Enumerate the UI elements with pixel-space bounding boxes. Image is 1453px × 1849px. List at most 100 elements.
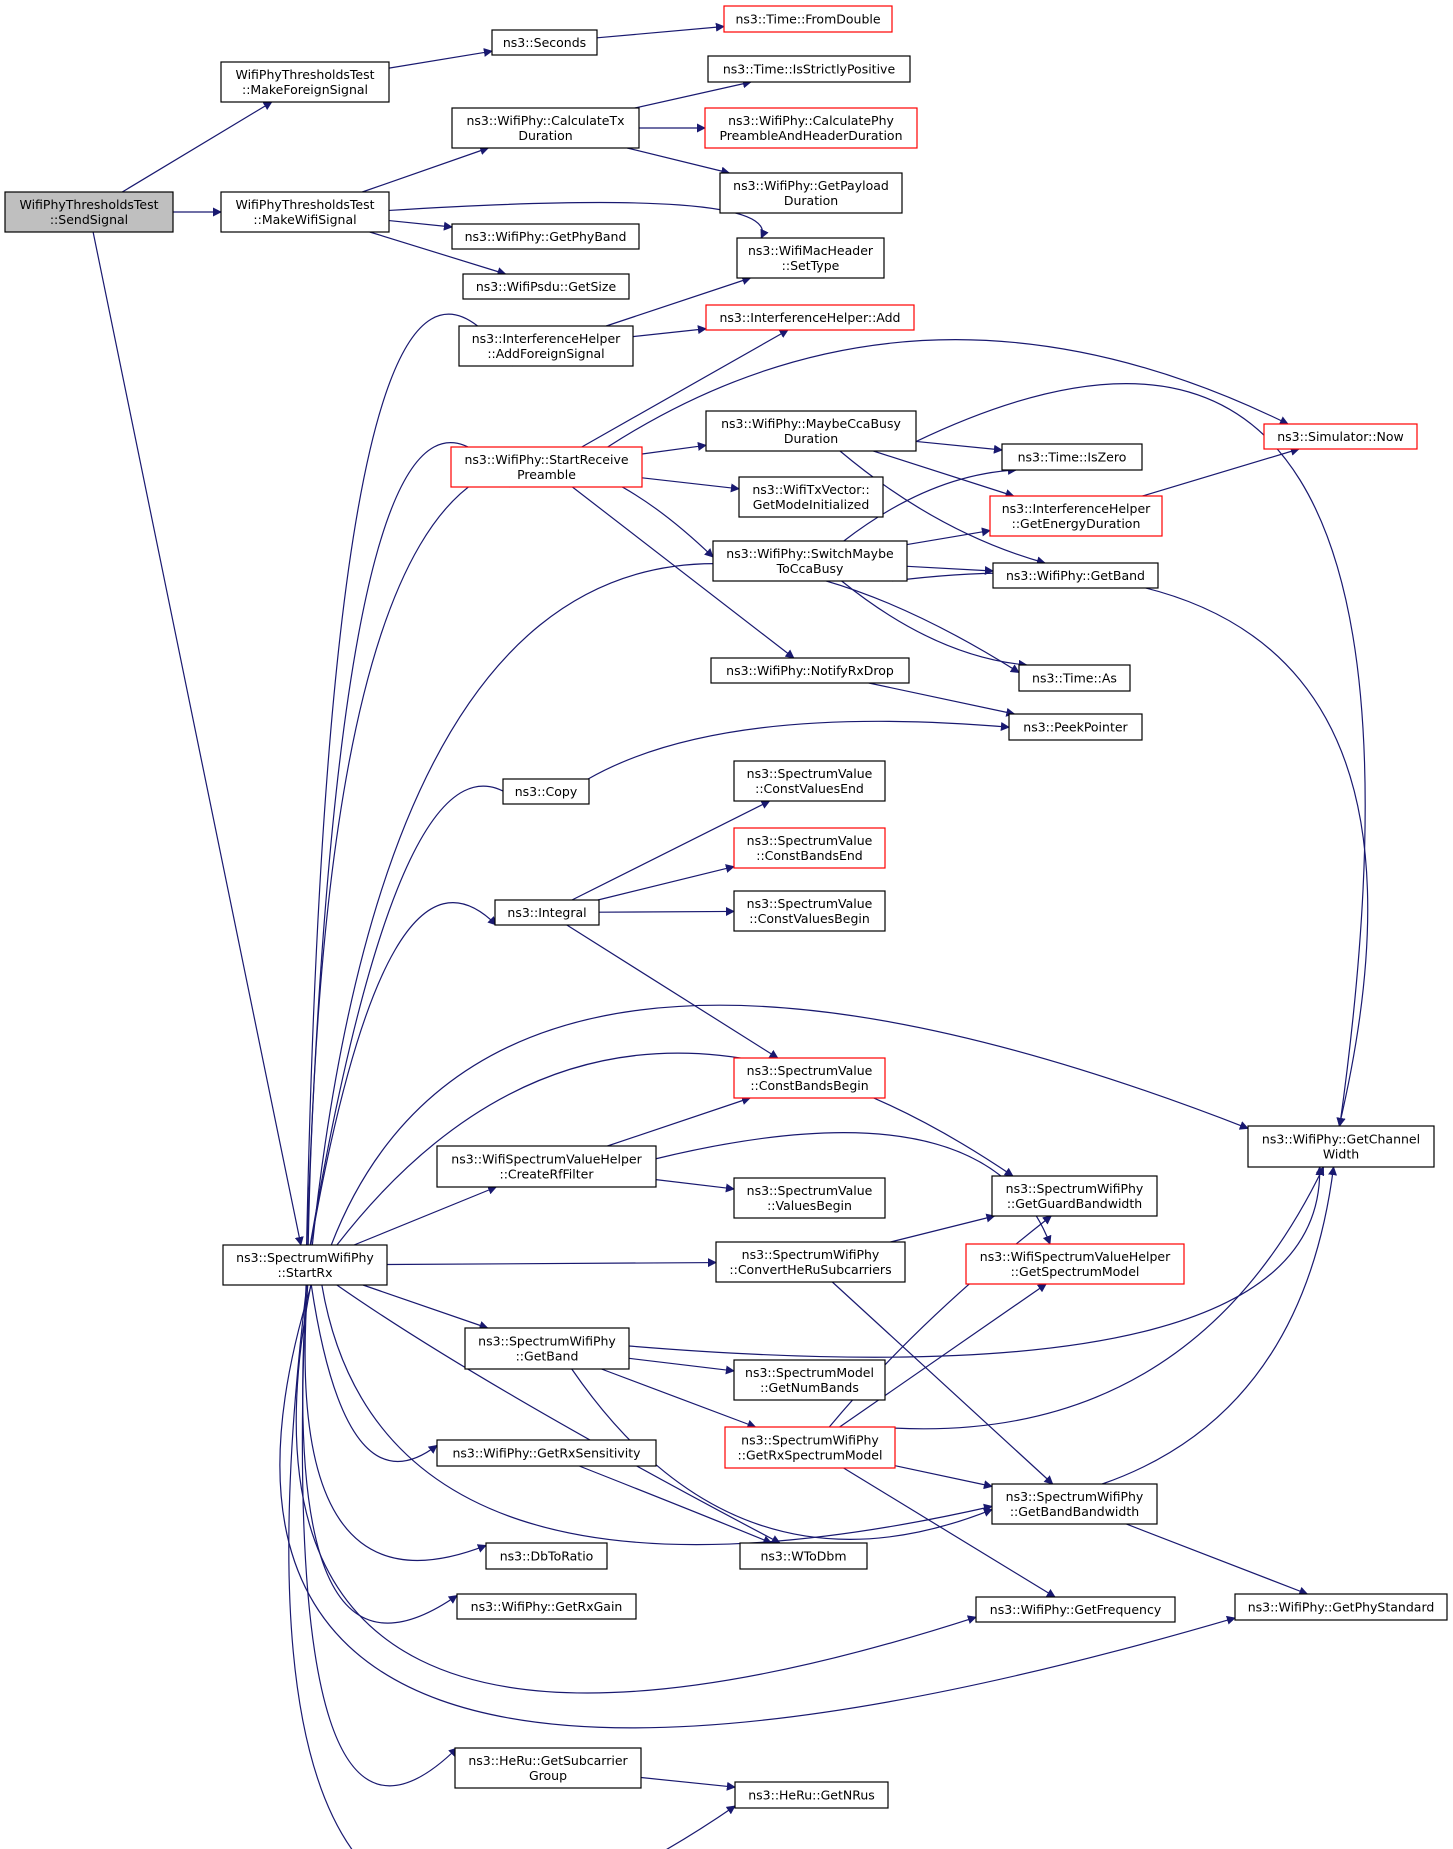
call-edge-convert-he-ru-to-get-band-bandwidth [831, 1281, 1054, 1485]
call-edge-switch-maybe-cca-to-get-energy-duration [906, 527, 991, 546]
node-get-guard-bandwidth[interactable]: ns3::SpectrumWifiPhy::GetGuardBandwidth [991, 1175, 1158, 1217]
node-get-band-bandwidth[interactable]: ns3::SpectrumWifiPhy::GetBandBandwidth [991, 1483, 1158, 1525]
node-spectrum-get-band[interactable]: ns3::SpectrumWifiPhy::GetBand [464, 1327, 630, 1370]
node-send-signal[interactable]: WifiPhyThresholdsTest::SendSignal [4, 191, 174, 233]
node-box [734, 1781, 889, 1809]
node-label: ns3::WifiPhy::GetBand [1006, 568, 1145, 583]
node-peek-pointer[interactable]: ns3::PeekPointer [1008, 713, 1143, 741]
node-copy[interactable]: ns3::Copy [502, 778, 590, 805]
node-box [991, 1175, 1158, 1217]
node-box [736, 237, 885, 279]
node-make-foreign-signal[interactable]: WifiPhyThresholdsTest::MakeForeignSignal [220, 61, 390, 103]
node-values-begin[interactable]: ns3::SpectrumValue::ValuesBegin [733, 1177, 886, 1219]
node-label: ns3::Simulator::Now [1277, 429, 1404, 444]
node-he-ru-get-nrus[interactable]: ns3::HeRu::GetNRus [734, 1781, 889, 1809]
node-get-phy-band[interactable]: ns3::WifiPhy::GetPhyBand [451, 223, 640, 250]
node-time-is-strictly-positive[interactable]: ns3::Time::IsStrictlyPositive [707, 55, 911, 83]
node-label: WifiPhyThresholdsTest [235, 197, 374, 212]
node-label: ::GetNumBands [760, 1380, 859, 1395]
node-const-values-end[interactable]: ns3::SpectrumValue::ConstValuesEnd [733, 760, 886, 802]
node-label: Duration [784, 193, 838, 208]
node-box [436, 1145, 657, 1188]
call-edge-start-receive-preamble-to-interference-add [581, 329, 789, 448]
node-time-from-double[interactable]: ns3::Time::FromDouble [723, 5, 893, 33]
call-edge-calculate-tx-duration-to-time-is-strictly-positive [634, 79, 752, 109]
node-spectrum-start-rx[interactable]: ns3::SpectrumWifiPhy::StartRx [222, 1244, 388, 1286]
node-notify-rx-drop[interactable]: ns3::WifiPhy::NotifyRxDrop [710, 657, 910, 684]
node-label: ns3::WifiPhy::GetRxSensitivity [452, 1446, 641, 1461]
node-create-rf-filter[interactable]: ns3::WifiSpectrumValueHelper::CreateRfFi… [436, 1145, 657, 1188]
node-tx-vector-mode-init[interactable]: ns3::WifiTxVector::GetModeInitialized [738, 476, 884, 518]
node-label: ns3::WifiPsdu::GetSize [476, 279, 617, 294]
node-label: ns3::SpectrumWifiPhy [1006, 1181, 1144, 1196]
node-get-spectrum-model[interactable]: ns3::WifiSpectrumValueHelper::GetSpectru… [965, 1243, 1185, 1285]
node-calculate-phy-preamble[interactable]: ns3::WifiPhy::CalculatePhyPreambleAndHea… [704, 107, 918, 149]
node-db-to-ratio[interactable]: ns3::DbToRatio [485, 1542, 608, 1570]
node-time-as[interactable]: ns3::Time::As [1018, 664, 1131, 692]
node-get-frequency[interactable]: ns3::WifiPhy::GetFrequency [975, 1596, 1176, 1623]
call-edge-spectrum-start-rx-to-add-foreign-signal [305, 313, 513, 1246]
node-const-bands-begin[interactable]: ns3::SpectrumValue::ConstBandsBegin [733, 1057, 886, 1099]
call-edge-get-rx-spectrum-model-to-get-channel-width [894, 1166, 1325, 1430]
node-box [458, 325, 634, 367]
node-box [464, 1327, 630, 1370]
node-label: ns3::Seconds [503, 35, 586, 50]
call-edge-integral-to-const-values-end [571, 800, 771, 901]
node-box [724, 1426, 896, 1469]
node-box [975, 1596, 1176, 1623]
node-seconds[interactable]: ns3::Seconds [491, 29, 598, 56]
node-const-values-begin[interactable]: ns3::SpectrumValue::ConstValuesBegin [733, 890, 886, 932]
node-convert-he-ru[interactable]: ns3::SpectrumWifiPhy::ConvertHeRuSubcarr… [715, 1241, 906, 1283]
node-const-bands-end[interactable]: ns3::SpectrumValue::ConstBandsEnd [733, 827, 886, 869]
node-wifiphy-get-band[interactable]: ns3::WifiPhy::GetBand [992, 562, 1159, 589]
node-time-is-zero[interactable]: ns3::Time::IsZero [1001, 443, 1143, 471]
node-label: ns3::WifiPhy::MaybeCcaBusy [721, 416, 901, 431]
node-label: WifiPhyThresholdsTest [235, 67, 374, 82]
node-get-energy-duration[interactable]: ns3::InterferenceHelper::GetEnergyDurati… [989, 495, 1163, 537]
call-edge-integral-to-const-bands-begin [566, 924, 779, 1059]
call-edge-add-foreign-signal-to-mac-header-set-type [605, 276, 752, 327]
node-box [4, 191, 174, 233]
node-label: ns3::InterferenceHelper [472, 331, 621, 346]
call-edge-start-receive-preamble-to-maybe-cca-busy [641, 441, 707, 455]
call-edge-spectrum-start-rx-to-get-phy-standard [279, 1284, 1236, 1729]
call-edge-get-rx-spectrum-model-to-get-frequency [843, 1467, 1056, 1598]
node-label: ns3::WifiPhy::GetPhyStandard [1248, 1600, 1435, 1615]
node-get-rx-gain[interactable]: ns3::WifiPhy::GetRxGain [456, 1593, 637, 1620]
node-get-num-bands[interactable]: ns3::SpectrumModel::GetNumBands [733, 1359, 886, 1401]
node-box [1247, 1125, 1435, 1168]
node-get-rx-sensitivity[interactable]: ns3::WifiPhy::GetRxSensitivity [436, 1439, 657, 1467]
node-box [738, 476, 884, 518]
node-label: ns3::WifiPhy::CalculatePhy [728, 113, 894, 128]
call-edge-maybe-cca-busy-to-wifiphy-get-band [839, 450, 1046, 566]
call-edge-start-receive-preamble-to-notify-rx-drop [572, 486, 795, 659]
node-label: ns3::WifiSpectrumValueHelper [980, 1249, 1171, 1264]
node-w-to-dbm[interactable]: ns3::WToDbm [739, 1542, 868, 1570]
node-get-phy-standard[interactable]: ns3::WifiPhy::GetPhyStandard [1234, 1593, 1448, 1621]
call-edges [92, 22, 1369, 1849]
node-box [715, 1241, 906, 1283]
call-edge-he-ru-subcarrier-group-to-he-ru-get-nrus [640, 1776, 736, 1791]
call-edge-spectrum-start-rx-to-start-receive-preamble [306, 442, 511, 1246]
node-interference-add[interactable]: ns3::InterferenceHelper::Add [705, 304, 915, 331]
node-simulator-now[interactable]: ns3::Simulator::Now [1263, 423, 1418, 450]
node-add-foreign-signal[interactable]: ns3::InterferenceHelper::AddForeignSigna… [458, 325, 634, 367]
call-edge-send-signal-to-spectrum-start-rx [92, 231, 304, 1246]
node-box [222, 1244, 388, 1286]
node-get-rx-spectrum-model[interactable]: ns3::SpectrumWifiPhy::GetRxSpectrumModel [724, 1426, 896, 1469]
node-label: ::GetEnergyDuration [1012, 516, 1141, 531]
node-mac-header-set-type[interactable]: ns3::WifiMacHeader::SetType [736, 237, 885, 279]
call-edge-make-foreign-signal-to-seconds [388, 48, 493, 69]
node-integral[interactable]: ns3::Integral [494, 899, 600, 926]
function-nodes: WifiPhyThresholdsTest::SendSignal WifiPhy… [4, 5, 1448, 1809]
node-psdu-get-size[interactable]: ns3::WifiPsdu::GetSize [462, 273, 630, 300]
node-make-wifi-signal[interactable]: WifiPhyThresholdsTest::MakeWifiSignal [220, 191, 390, 233]
